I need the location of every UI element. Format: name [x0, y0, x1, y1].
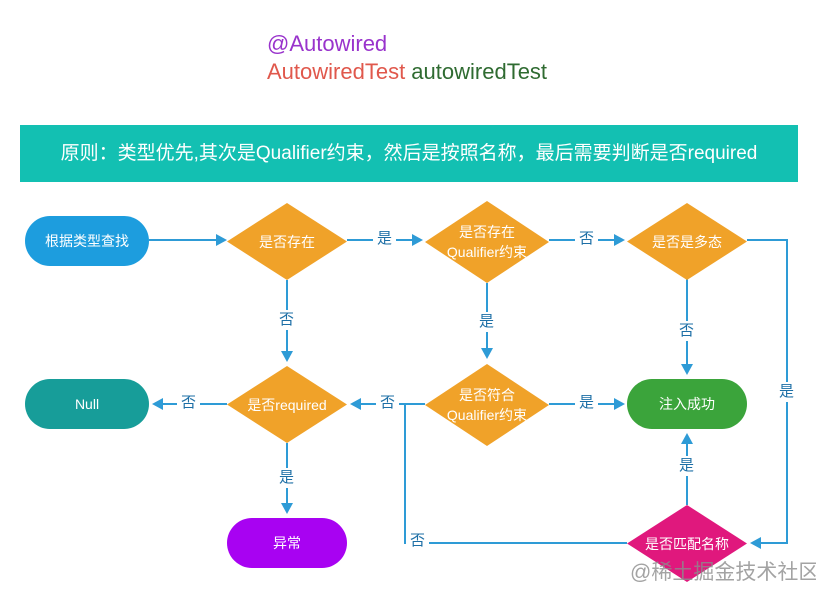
edge-label-poly-no: 否 — [675, 321, 699, 341]
class-name-text: AutowiredTest — [267, 59, 406, 84]
node-null-result: Null — [25, 379, 149, 429]
node-polymorphic-label: 是否是多态 — [652, 233, 722, 250]
edge-poly-to-inject — [686, 271, 688, 365]
edge-label-existsq-no: 否 — [575, 229, 599, 249]
edge-find-to-exists — [149, 239, 217, 241]
arrowhead-poly-to-inject — [681, 364, 693, 375]
header-code-block: @Autowired AutowiredTest autowiredTest — [267, 30, 547, 86]
class-instance-line: AutowiredTest autowiredTest — [267, 58, 547, 86]
edge-poly-yes-bottom — [760, 542, 788, 544]
watermark: @稀土掘金技术社区 — [630, 561, 816, 584]
node-match-qualifier-line1: 是否符合 — [459, 387, 515, 403]
edge-label-exists-yes: 是 — [373, 229, 397, 249]
arrowhead-matchq-to-inject — [614, 398, 625, 410]
edge-label-matchq-yes: 是 — [575, 393, 599, 413]
arrowhead-find-to-exists — [216, 234, 227, 246]
node-exists-qualifier-line2: Qualifier约束 — [446, 244, 528, 260]
node-match-qualifier: 是否符合 Qualifier约束 — [425, 364, 549, 446]
edge-label-poly-yes: 是 — [775, 382, 799, 402]
arrowhead-matchname-to-inject — [681, 433, 693, 444]
arrowhead-matchq-to-required — [350, 398, 361, 410]
node-exception-label: 异常 — [273, 535, 301, 551]
node-required: 是否required — [227, 366, 347, 443]
arrowhead-poly-yes-to-matchname — [750, 537, 761, 549]
node-polymorphic: 是否是多态 — [627, 203, 747, 280]
arrowhead-exists-to-existsq — [412, 234, 423, 246]
edge-label-matchname-no: 否 — [406, 531, 430, 551]
node-find-by-type-label: 根据类型查找 — [45, 233, 129, 249]
node-exists: 是否存在 — [227, 203, 347, 280]
node-match-name-label: 是否匹配名称 — [645, 535, 729, 552]
arrowhead-required-to-exception — [281, 503, 293, 514]
node-inject-success-label: 注入成功 — [659, 396, 715, 412]
edge-label-required-yes: 是 — [275, 468, 299, 488]
edge-label-existsq-yes: 是 — [475, 312, 499, 332]
node-null-result-label: Null — [74, 396, 100, 412]
arrowhead-existsq-to-matchq — [481, 348, 493, 359]
annotation-text: @Autowired — [267, 31, 388, 56]
node-exists-label: 是否存在 — [259, 233, 315, 250]
edge-poly-yes-top — [747, 239, 788, 241]
node-required-label: 是否required — [247, 396, 327, 413]
edge-label-matchname-yes: 是 — [675, 456, 699, 476]
edge-label-required-no: 否 — [177, 393, 201, 413]
node-inject-success: 注入成功 — [627, 379, 747, 429]
arrowhead-exists-to-required — [281, 351, 293, 362]
edge-matchname-no-vertical — [404, 403, 406, 544]
edge-label-matchq-no: 否 — [376, 393, 400, 413]
node-exists-qualifier: 是否存在 Qualifier约束 — [425, 201, 549, 283]
arrowhead-required-to-null — [152, 398, 163, 410]
node-find-by-type: 根据类型查找 — [25, 216, 149, 266]
principle-banner: 原则：类型优先,其次是Qualifier约束，然后是按照名称，最后需要判断是否r… — [20, 125, 798, 182]
node-exists-qualifier-line1: 是否存在 — [459, 224, 515, 240]
edge-label-exists-no: 否 — [275, 310, 299, 330]
arrowhead-existsq-to-poly — [614, 234, 625, 246]
node-match-qualifier-line2: Qualifier约束 — [446, 407, 528, 423]
edge-matchname-no-horizontal — [405, 542, 627, 544]
instance-name-text: autowiredTest — [405, 59, 548, 84]
node-exception: 异常 — [227, 518, 347, 568]
